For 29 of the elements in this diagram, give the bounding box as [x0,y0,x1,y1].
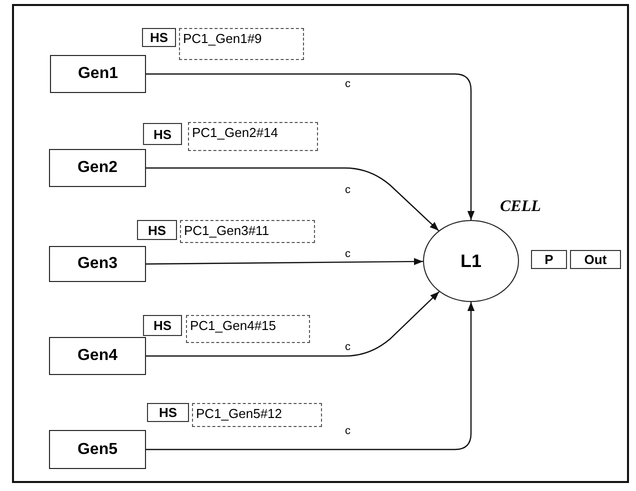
dashed-label-box: PC1_Gen2#14 [188,122,318,151]
arrow [146,302,475,450]
edge-label: c [344,425,352,437]
tag-box: HS [143,123,182,145]
generator-box: Gen3 [49,246,146,282]
edge-label: c [344,341,352,353]
port-box: Out [570,250,621,269]
cell-caption: CELL [500,198,541,216]
arrow [146,291,440,357]
arrow [146,258,424,266]
edge-label: c [344,184,352,196]
tag-box: HS [143,315,182,336]
tag-box: HS [137,220,177,240]
cell-circle: L1 [423,220,519,302]
generator-box: Gen4 [49,337,146,375]
tag-box: HS [147,403,189,422]
edge-label: c [344,78,352,90]
generator-box: Gen5 [49,430,146,469]
dashed-label-box: PC1_Gen5#12 [192,403,322,427]
dashed-label-box: PC1_Gen1#9 [179,28,304,60]
port-box: P [531,250,567,269]
dashed-label-box: PC1_Gen4#15 [186,315,310,343]
generator-box: Gen2 [49,149,146,187]
tag-box: HS [142,28,176,47]
dashed-label-box: PC1_Gen3#11 [180,220,315,243]
edge-label: c [344,248,352,260]
generator-box: Gen1 [50,55,146,93]
arrow [146,73,475,220]
arrow [146,167,440,232]
